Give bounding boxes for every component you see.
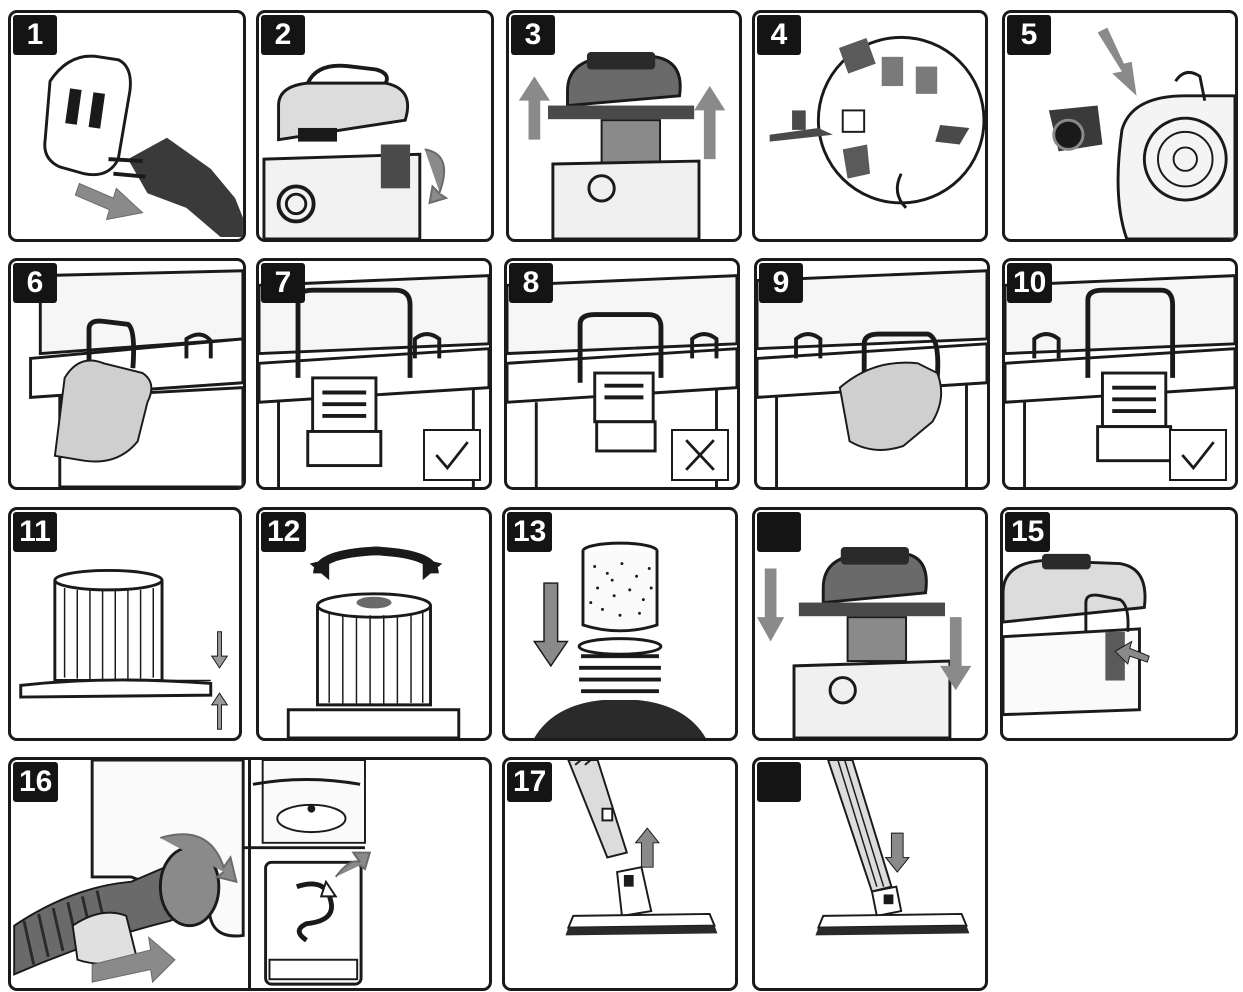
panel-step-15: 15	[1000, 507, 1238, 741]
panel-divider	[248, 760, 251, 988]
step-number-badge: 10	[1007, 263, 1052, 303]
panel-step-13: 13	[502, 507, 738, 741]
panel-step-8: 8	[504, 258, 740, 490]
panel-step-6: 6	[8, 258, 246, 490]
panel-step-12: 12	[256, 507, 492, 741]
panel-step-7: 7	[256, 258, 492, 490]
panel-step-16: 16	[8, 757, 492, 991]
correct-check-icon	[423, 429, 481, 481]
step-number-badge: 15	[1005, 512, 1050, 552]
step-number-badge	[757, 512, 801, 552]
panel-step-9: 9	[754, 258, 990, 490]
step-number-badge: 16	[13, 762, 58, 802]
panel-step-2: 2	[256, 10, 494, 242]
step-number-badge: 9	[759, 263, 803, 303]
panel-step-10: 10	[1002, 258, 1238, 490]
step-number-badge: 12	[261, 512, 306, 552]
panel-step-11: 11	[8, 507, 242, 741]
step-number-badge: 3	[511, 15, 555, 55]
step-number-badge: 1	[13, 15, 57, 55]
panel-step-3: 3	[506, 10, 742, 242]
correct-check-icon	[1169, 429, 1227, 481]
step-number-badge: 17	[507, 762, 552, 802]
panel-step-17: 17	[502, 757, 738, 991]
step-number-badge: 5	[1007, 15, 1051, 55]
panel-step-1: 1	[8, 10, 246, 242]
panel-step-5: 5	[1002, 10, 1238, 242]
panel-step-14	[752, 507, 988, 741]
step-number-badge: 13	[507, 512, 552, 552]
step-number-badge: 4	[757, 15, 801, 55]
panel-step-4: 4	[752, 10, 988, 242]
step-number-badge: 7	[261, 263, 305, 303]
step-number-badge: 11	[13, 512, 57, 552]
panel-step-18	[752, 757, 988, 991]
step-number-badge: 2	[261, 15, 305, 55]
step-number-badge	[757, 762, 801, 802]
step-number-badge: 6	[13, 263, 57, 303]
step-number-badge: 8	[509, 263, 553, 303]
incorrect-x-icon	[671, 429, 729, 481]
